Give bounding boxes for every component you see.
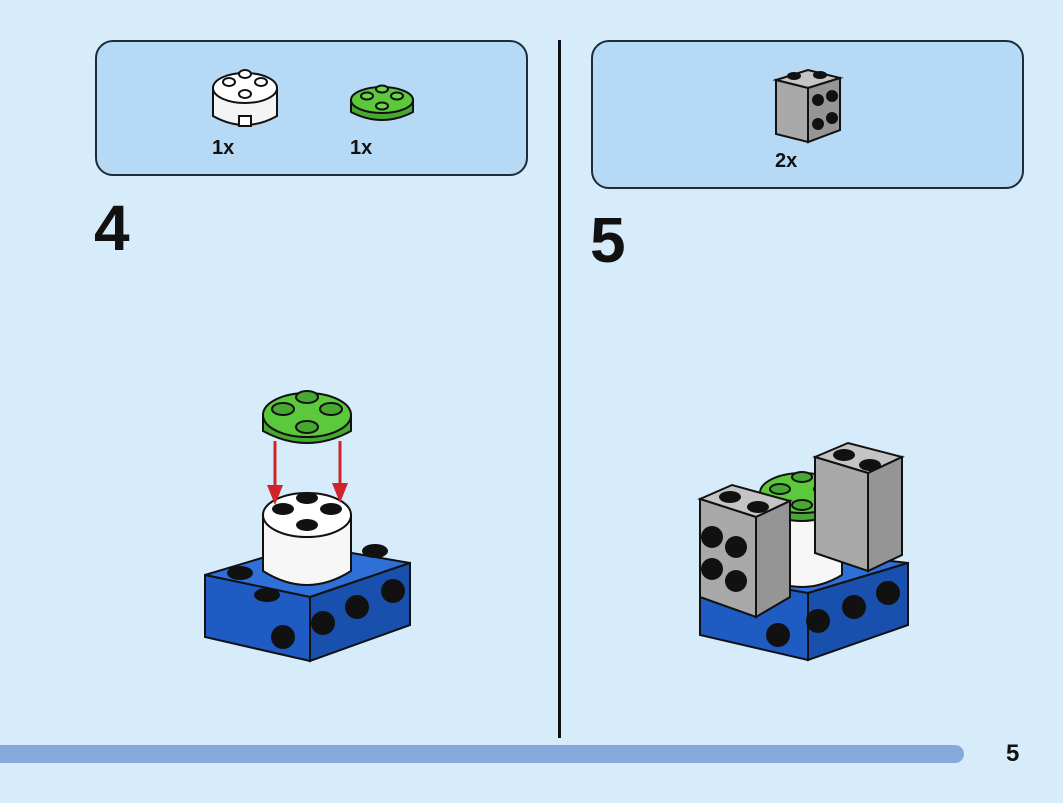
step-4-build-illustration xyxy=(204,390,411,663)
page-number: 5 xyxy=(1006,740,1020,767)
step-number-4: 4 xyxy=(94,192,130,264)
part-qty-grey-brick: 2x xyxy=(775,150,798,172)
green-round-plate-icon xyxy=(350,84,414,121)
step-divider xyxy=(558,40,561,738)
part-qty-white-round-brick: 1x xyxy=(212,137,235,159)
grey-brick-side-studs-icon xyxy=(772,68,844,144)
parts-box-step-4 xyxy=(95,40,528,176)
step-5-build-illustration xyxy=(697,441,909,662)
part-qty-green-round-plate: 1x xyxy=(350,137,373,159)
white-round-brick-icon xyxy=(212,69,278,127)
step-number-5: 5 xyxy=(590,204,626,276)
progress-bar xyxy=(0,745,964,763)
